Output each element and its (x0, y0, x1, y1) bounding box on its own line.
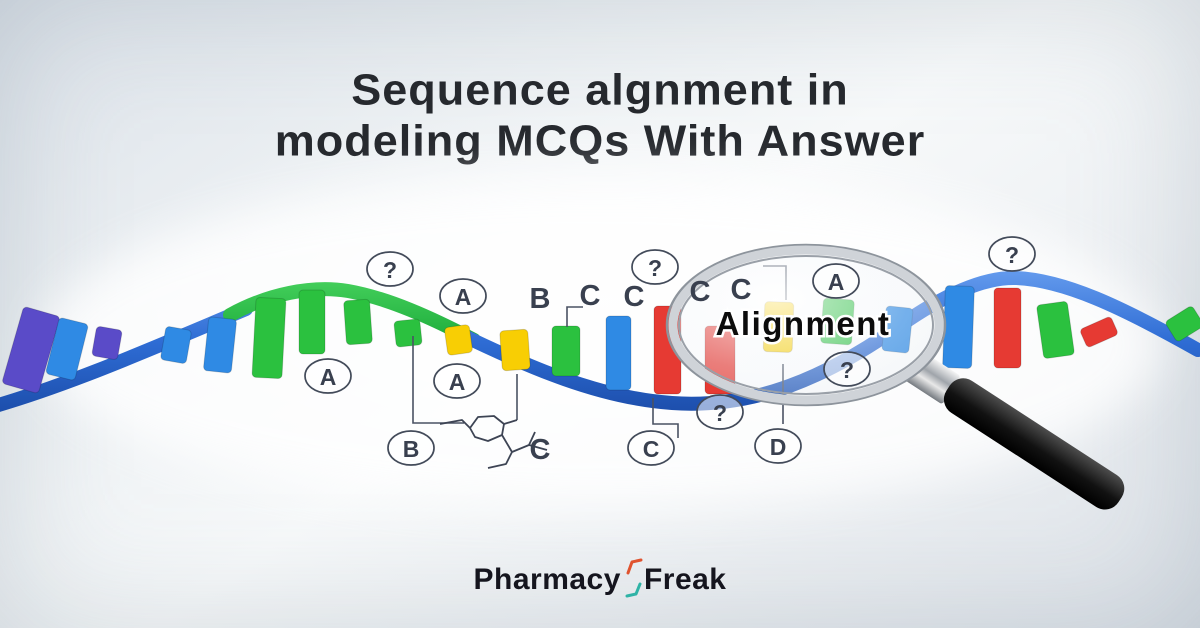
dna-base-bar (91, 326, 123, 360)
dna-base-bar (298, 289, 326, 355)
annotation-circle (439, 278, 487, 314)
base-annotation-plain-b: B (530, 283, 551, 315)
magnifier-rim (668, 245, 944, 405)
dna-base-bar (551, 325, 581, 377)
annotation-circle (304, 358, 352, 394)
dna-base-bar (393, 318, 423, 348)
annotation-letter: A (455, 284, 472, 310)
alignment-label: Alignment (716, 305, 891, 342)
annotation-letter: ? (713, 400, 727, 426)
annotation-letter: ? (840, 357, 854, 383)
dna-base-bar (605, 315, 632, 391)
bracket-line (566, 306, 583, 327)
base-annotation-plain-c: C (624, 281, 645, 313)
annotation-circle (433, 363, 481, 399)
base-annotation-plain-c: C (731, 274, 752, 306)
base-annotation-circled-a: A (812, 263, 860, 299)
base-annotation-circled-d: D (754, 428, 802, 464)
annotation-circle (754, 428, 802, 464)
brand-mark-top-stroke (626, 558, 643, 575)
brand-word-2: Freak (643, 563, 727, 596)
magnifier-grip (943, 378, 1125, 510)
base-annotation-circled-c: C (627, 430, 675, 466)
dna-base-bar (942, 285, 975, 369)
magnifier-rim-inner (678, 255, 934, 395)
annotation-circle (387, 430, 435, 466)
annotation-circle (366, 251, 414, 287)
annotation-circle (631, 249, 679, 285)
magnifier: Alignment (665, 243, 1125, 510)
base-annotation-plain-c: C (530, 434, 551, 466)
base-annotation-circled-a: A (439, 278, 487, 314)
annotation-letter: ? (1005, 242, 1019, 268)
dna-base-bar (251, 296, 287, 380)
base-annotation-circled-unknown: ? (988, 236, 1036, 272)
bracket-line (652, 398, 679, 438)
base-annotation-circled-b: B (387, 430, 435, 466)
annotation-letter: B (403, 436, 420, 462)
chemical-structure (439, 415, 548, 469)
dna-base-bar (1165, 306, 1200, 342)
base-annotation-plain-c: C (690, 276, 711, 308)
annotation-circle (823, 351, 871, 387)
dna-base-bar (499, 328, 531, 372)
brand-mark-icon (625, 558, 643, 598)
dna-base-bar (1080, 316, 1118, 348)
dna-base-bar (2, 306, 60, 394)
annotation-letter: C (643, 436, 660, 462)
magnifier-rim-outer (665, 243, 947, 407)
annotation-letter: A (828, 269, 845, 295)
annotation-circle (627, 430, 675, 466)
dna-bases (2, 285, 1200, 395)
brand-word-1: Pharmacy (473, 563, 621, 596)
dna-base-bar (993, 287, 1022, 369)
annotation-letter: D (770, 434, 787, 460)
annotation-circle (988, 236, 1036, 272)
base-annotation-circled-unknown: ? (696, 394, 744, 430)
base-annotation-circled-a: A (433, 363, 481, 399)
base-annotation-circled-unknown: ? (631, 249, 679, 285)
annotation-circle (696, 394, 744, 430)
annotation-letter: A (320, 364, 337, 390)
title-line-2: modeling MCQs With Answer (274, 116, 926, 166)
base-annotation-circled-unknown: ? (823, 351, 871, 387)
annotation-letter: ? (648, 255, 662, 281)
base-annotation-circled-unknown: ? (366, 251, 414, 287)
dna-base-bar (203, 316, 237, 374)
dna-base-bar (1036, 301, 1075, 359)
banner-title: Sequence algnment in modeling MCQs With … (0, 64, 1200, 166)
dna-base-bar (343, 298, 373, 346)
dna-base-bar (160, 326, 192, 364)
brand-mark-bottom-stroke (625, 582, 642, 598)
title-line-1: Sequence algnment in (351, 65, 849, 115)
annotation-circle (812, 263, 860, 299)
annotation-letter: ? (383, 257, 397, 283)
chemical-structure-path (439, 415, 548, 469)
annotation-letter: A (449, 369, 466, 395)
base-annotation-plain-c: C (580, 280, 601, 312)
base-annotation-circled-a: A (304, 358, 352, 394)
brand-logo: Pharmacy Freak (0, 558, 1200, 602)
dna-base-bar (444, 324, 473, 356)
magnifier-glass (678, 255, 934, 395)
dna-base-bar (45, 317, 89, 381)
